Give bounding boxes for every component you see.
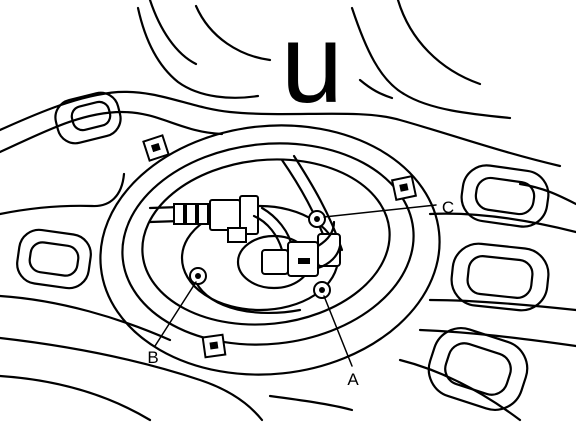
service-hole bbox=[99, 124, 441, 376]
leader-lines bbox=[154, 204, 437, 367]
direction-glyph: u bbox=[281, 1, 343, 126]
retaining-nuts bbox=[189, 210, 331, 299]
callout-c: C bbox=[442, 198, 454, 217]
floor-recesses bbox=[16, 91, 550, 411]
upper-body-ribs bbox=[136, 0, 512, 120]
mounting-studs bbox=[142, 134, 418, 359]
callout-a: A bbox=[347, 370, 359, 389]
fuel-hose-connector bbox=[148, 195, 294, 252]
electrical-connector bbox=[261, 220, 342, 277]
retainer-clip bbox=[317, 233, 341, 267]
floor-panel-contours bbox=[0, 90, 576, 422]
fuel-pump-module bbox=[180, 154, 344, 315]
callout-b: B bbox=[147, 348, 158, 367]
